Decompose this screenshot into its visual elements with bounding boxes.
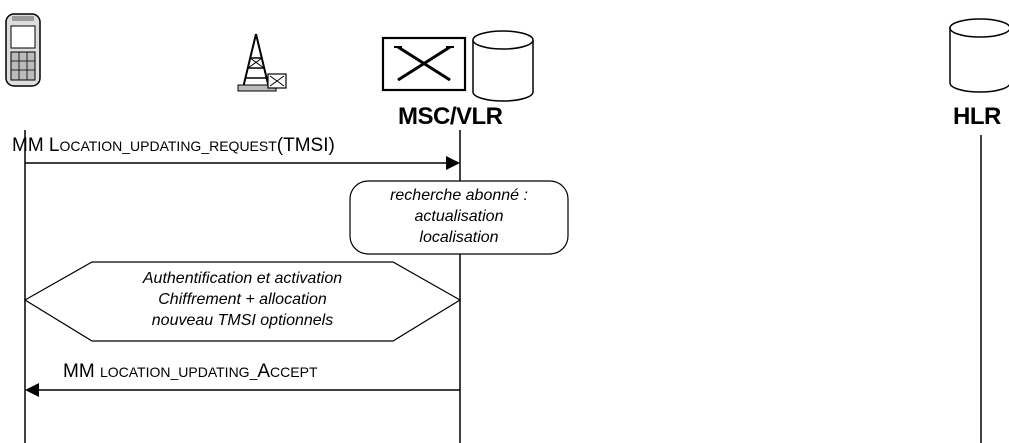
search-note-text: recherche abonné : actualisation localis… bbox=[350, 185, 568, 248]
msc-vlr-label: MSC/VLR bbox=[398, 103, 503, 130]
accept-mid-1: PDATING_ bbox=[188, 364, 258, 380]
search-note-line-2: actualisation bbox=[414, 208, 504, 225]
mobile-phone-icon bbox=[5, 13, 41, 87]
accept-arrow bbox=[25, 383, 460, 397]
search-note-line-1: recherche abonné : bbox=[390, 187, 528, 204]
search-note-box bbox=[349, 180, 569, 255]
request-smallcaps: OCATION_UPDATING_REQUEST bbox=[59, 138, 277, 154]
request-message-label: MM LOCATION_UPDATING_REQUEST(TMSI) bbox=[12, 135, 335, 157]
auth-note-line-3: nouveau TMSI optionnels bbox=[151, 312, 334, 329]
database-icon bbox=[949, 18, 1009, 93]
switch-and-database-icon bbox=[381, 30, 534, 102]
accept-mid-2: CCEPT bbox=[270, 364, 318, 380]
accept-prefix: MM bbox=[63, 361, 100, 382]
request-arrow bbox=[25, 156, 460, 170]
request-suffix: (TMSI) bbox=[276, 135, 335, 156]
auth-note-text: Authentification et activation Chiffreme… bbox=[60, 268, 425, 331]
auth-note-line-2: Chiffrement + allocation bbox=[158, 291, 327, 308]
accept-cap-a: A bbox=[257, 361, 271, 382]
search-note-line-3: localisation bbox=[419, 229, 499, 246]
antenna-tower-icon bbox=[237, 33, 287, 92]
accept-smallcaps-1: LOCATION_U bbox=[99, 364, 189, 380]
auth-note-line-1: Authentification et activation bbox=[142, 270, 343, 287]
request-prefix: MM L bbox=[12, 135, 60, 156]
auth-note-hexagon bbox=[23, 261, 462, 342]
accept-message-label: MM LOCATION_UPDATING_ACCEPT bbox=[63, 361, 318, 383]
hlr-label: HLR bbox=[953, 103, 1001, 130]
